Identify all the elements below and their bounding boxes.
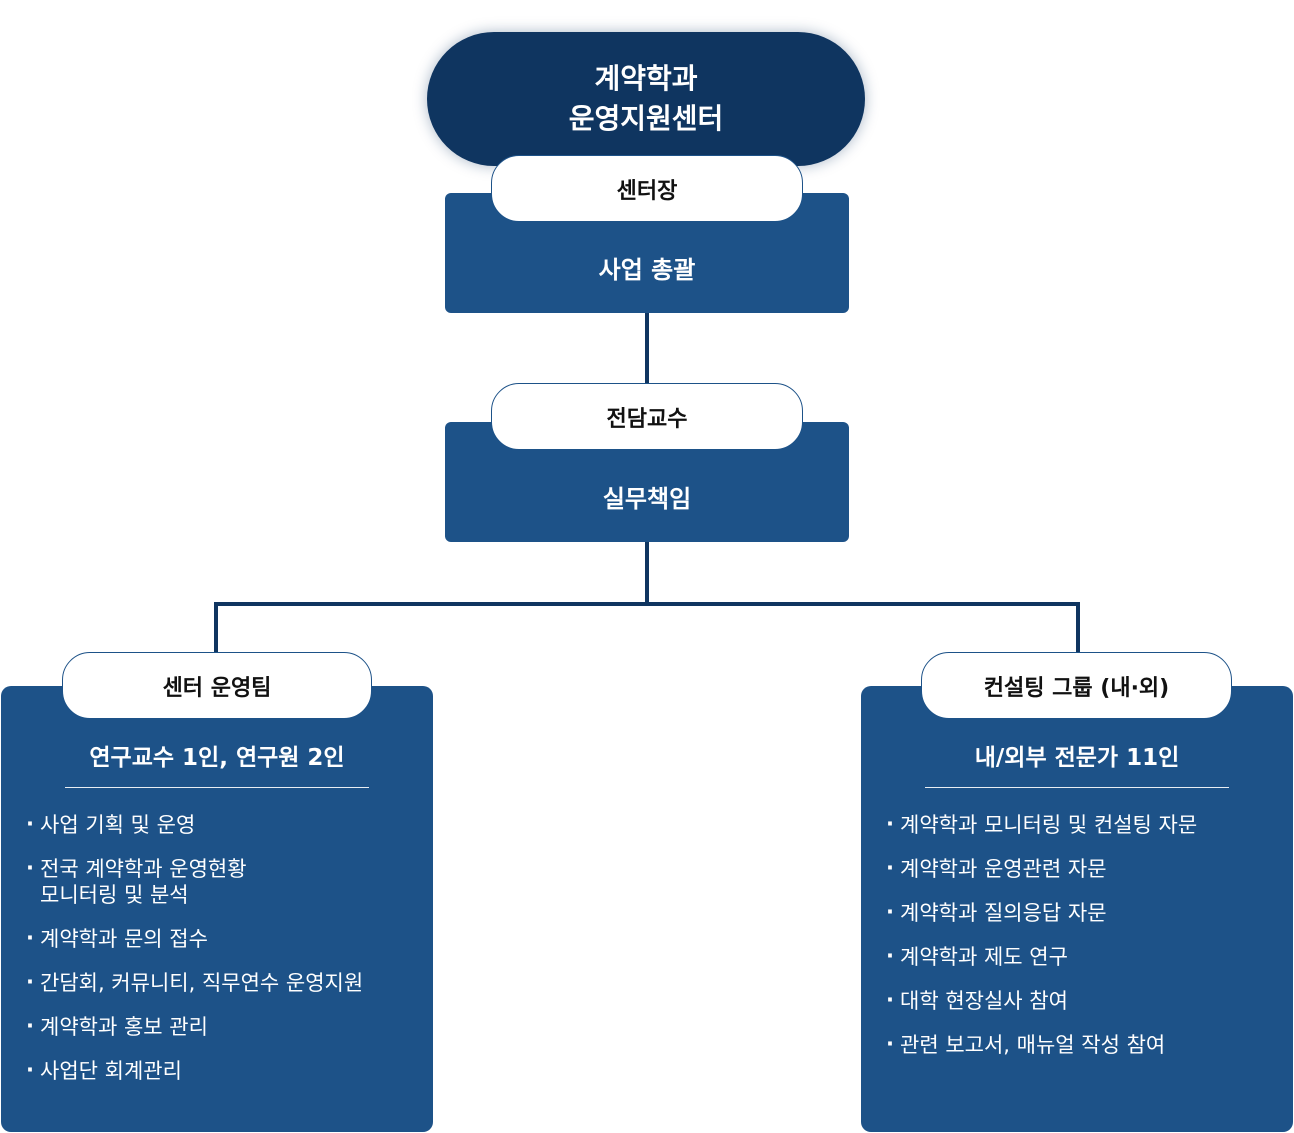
center-title-line2: 운영지원센터 (568, 102, 724, 135)
consult-group-panel: 내/외부 전문가 11인 계약학과 모니터링 및 컨설팅 자문 계약학과 운영관… (861, 686, 1293, 1132)
list-item: 계약학과 문의 접수 (26, 925, 426, 952)
list-item: 전국 계약학과 운영현황 모니터링 및 분석 (26, 855, 426, 908)
director-role-label: 센터장 (491, 155, 803, 222)
director-role-text: 센터장 (616, 178, 678, 204)
connector-director-professor (645, 312, 649, 384)
consult-group-members: 내/외부 전문가 11인 (974, 745, 1180, 771)
ops-team-panel: 연구교수 1인, 연구원 2인 사업 기획 및 운영 전국 계약학과 운영현황 … (1, 686, 433, 1132)
ops-team-title-label: 센터 운영팀 (62, 652, 372, 719)
connector-branch-left (214, 602, 218, 654)
list-item: 사업단 회계관리 (26, 1057, 426, 1084)
center-title-line1: 계약학과 (594, 62, 698, 95)
list-item: 계약학과 질의응답 자문 (886, 899, 1286, 926)
list-item: 계약학과 제도 연구 (886, 943, 1286, 970)
center-title: 계약학과 운영지원센터 (427, 32, 865, 166)
list-item: 계약학과 운영관련 자문 (886, 855, 1286, 882)
professor-role-label: 전담교수 (491, 383, 803, 450)
list-item: 계약학과 홍보 관리 (26, 1013, 426, 1040)
connector-branch-horizontal (214, 602, 1080, 606)
connector-professor-branch (645, 541, 649, 605)
ops-team-title-text: 센터 운영팀 (162, 675, 272, 701)
list-item: 계약학과 모니터링 및 컨설팅 자문 (886, 811, 1286, 838)
professor-role-text: 전담교수 (606, 406, 688, 432)
professor-duty: 실무책임 (602, 484, 692, 513)
director-duty: 사업 총괄 (598, 255, 696, 284)
ops-team-members: 연구교수 1인, 연구원 2인 (89, 745, 345, 771)
ops-team-divider (65, 787, 369, 788)
consult-group-divider (925, 787, 1229, 788)
consult-group-title-label: 컨설팅 그룹 (내·외) (921, 652, 1232, 719)
list-item: 관련 보고서, 매뉴얼 작성 참여 (886, 1031, 1286, 1058)
list-item: 간담회, 커뮤니티, 직무연수 운영지원 (26, 969, 426, 996)
connector-branch-right (1076, 602, 1080, 654)
ops-team-list: 사업 기획 및 운영 전국 계약학과 운영현황 모니터링 및 분석 계약학과 문… (26, 811, 426, 1102)
list-item: 대학 현장실사 참여 (886, 987, 1286, 1014)
consult-group-title-text: 컨설팅 그룹 (내·외) (983, 675, 1170, 701)
list-item: 사업 기획 및 운영 (26, 811, 426, 838)
consult-group-list: 계약학과 모니터링 및 컨설팅 자문 계약학과 운영관련 자문 계약학과 질의응… (886, 811, 1286, 1076)
